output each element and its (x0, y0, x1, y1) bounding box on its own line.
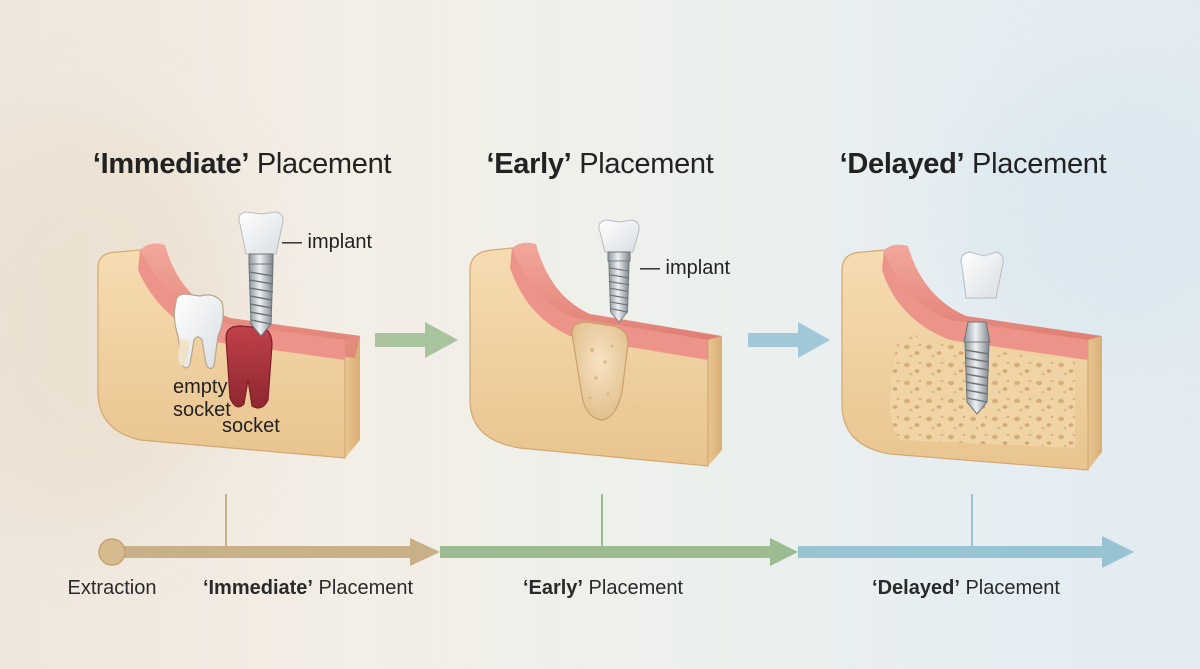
implant-label-2: — implant (640, 257, 730, 279)
implant-label-1: — implant (282, 231, 372, 253)
stage-title-immediate: ‘Immediate’ Placement (92, 148, 392, 180)
timeline-label-delayed: ‘Delayed’ Placement (872, 577, 1060, 599)
healing-socket (571, 321, 629, 421)
implant-delayed (963, 321, 991, 415)
stage-title-early: ‘Early’ Placement (486, 148, 714, 180)
timeline-start-dot (98, 538, 126, 566)
arrow-to-delayed (748, 322, 830, 358)
implant-immediate (238, 211, 284, 337)
arrow-to-early (375, 322, 458, 358)
empty-socket-label: empty socket (173, 376, 233, 421)
crown-delayed (960, 251, 1004, 299)
timeline-label-extraction: Extraction (67, 577, 157, 599)
empty-socket (225, 325, 273, 409)
socket-label: socket (222, 415, 280, 437)
early-jaw-block (469, 242, 722, 467)
extracted-tooth (173, 293, 224, 370)
implant-early (598, 219, 640, 323)
timeline (98, 494, 1134, 568)
timeline-label-early: ‘Early’ Placement (522, 577, 684, 599)
stage-title-delayed: ‘Delayed’ Placement (839, 148, 1107, 180)
timeline-label-immediate: ‘Immediate’ Placement (202, 577, 414, 599)
timeline-segment-early (440, 546, 772, 558)
background-blur-right (950, 60, 1200, 360)
timeline-segment-delayed (798, 546, 1104, 558)
timeline-segment-immediate (112, 546, 412, 558)
